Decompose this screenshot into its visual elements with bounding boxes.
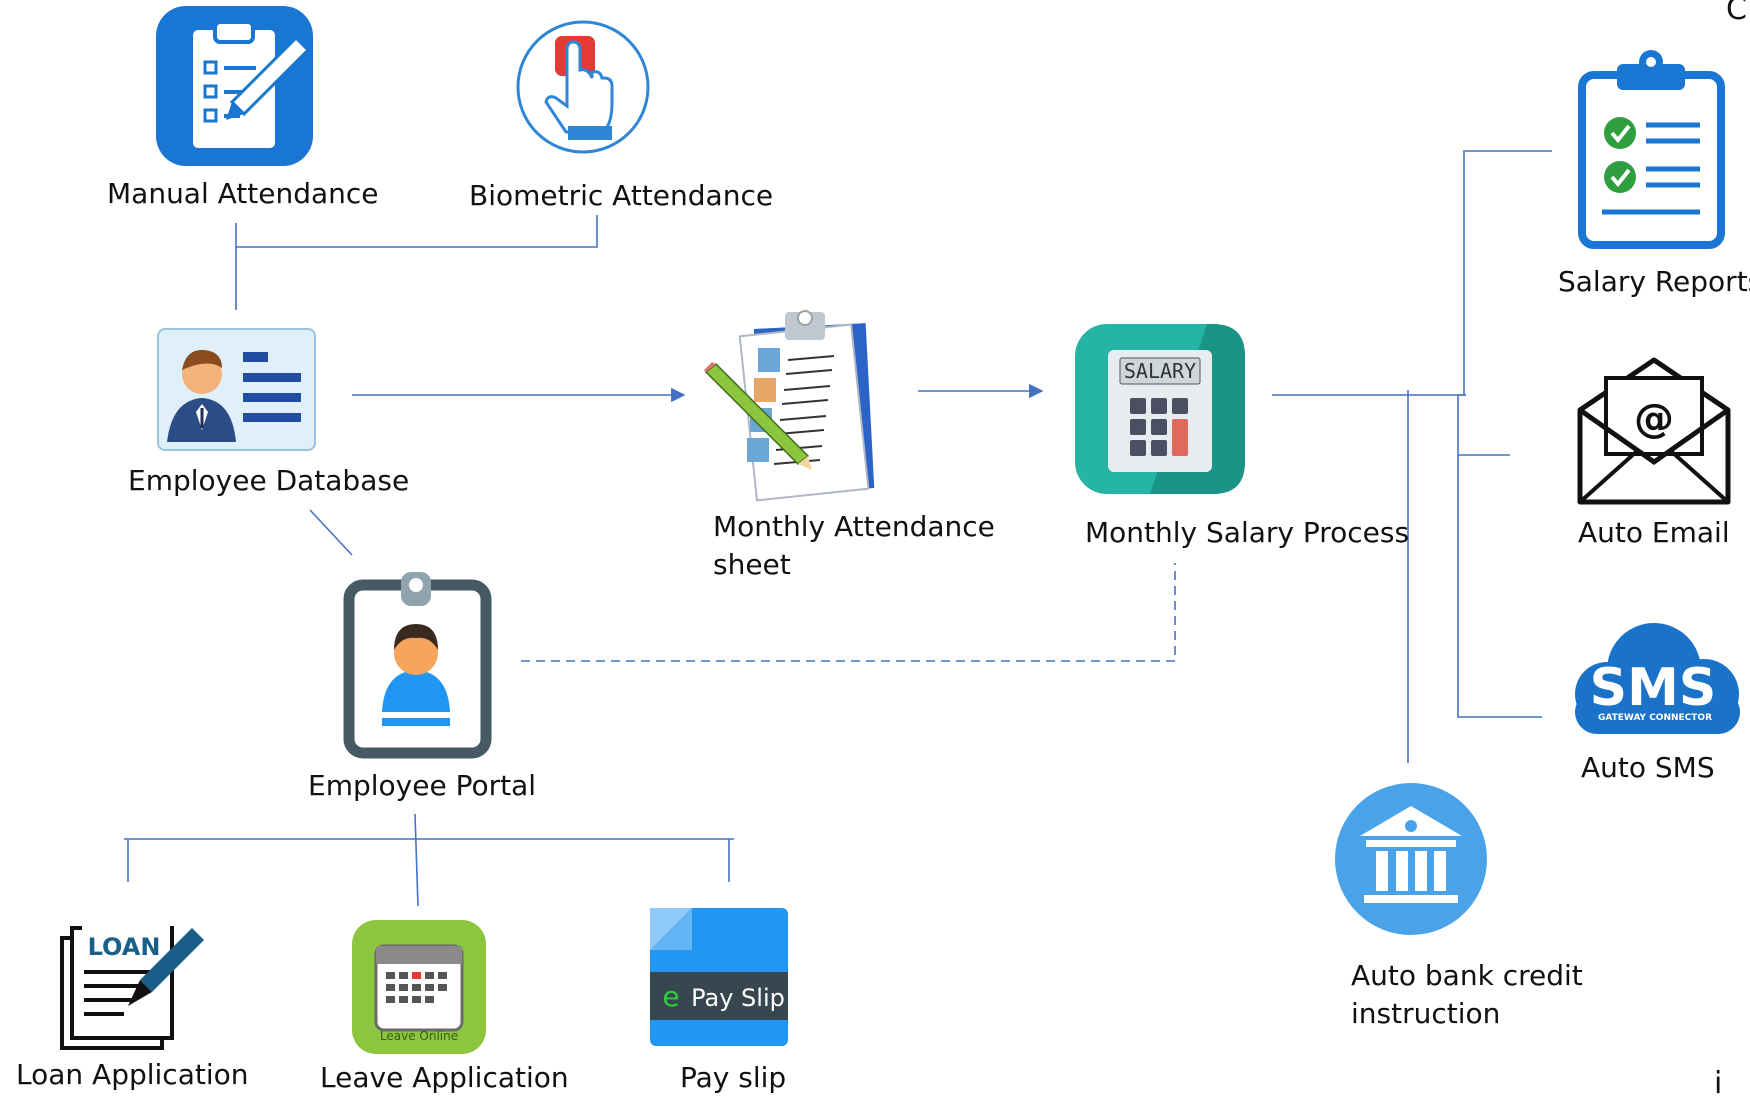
payslip-document-icon: e Pay Slip bbox=[650, 908, 788, 1046]
loan-label-text: LOAN bbox=[88, 933, 161, 961]
salary-calculator-icon: SALARY bbox=[1075, 324, 1245, 494]
auto-bank-line1: Auto bank credit bbox=[1351, 959, 1583, 992]
payslip-icon-text: Pay Slip bbox=[691, 984, 785, 1012]
employee-portal-label: Employee Portal bbox=[308, 769, 537, 802]
auto-sms-label: Auto SMS bbox=[1581, 751, 1715, 784]
auto-email-label: Auto Email bbox=[1578, 516, 1730, 549]
reports-branch-connector bbox=[1463, 150, 1552, 395]
fingerprint-touch-icon bbox=[516, 20, 650, 154]
monthly-salary-process-label: Monthly Salary Process bbox=[1085, 516, 1410, 549]
monthly-attendance-line2: sheet bbox=[713, 548, 791, 581]
manual-attendance-label: Manual Attendance bbox=[107, 177, 379, 210]
pay-slip-label: Pay slip bbox=[680, 1061, 787, 1094]
portal-down-connector bbox=[414, 813, 419, 907]
attendance-sheet-icon bbox=[704, 310, 875, 502]
employee-badge-icon bbox=[343, 572, 492, 759]
cropped-bottom-right-text: i bbox=[1714, 1066, 1723, 1101]
email-at-symbol: @ bbox=[1634, 396, 1674, 442]
database-to-portal-connector bbox=[309, 509, 353, 556]
biometric-attendance-label: Biometric Attendance bbox=[469, 179, 774, 212]
salary-reports-label: Salary Reports bbox=[1558, 265, 1750, 298]
loan-application-label: Loan Application bbox=[16, 1058, 249, 1091]
monthly-attendance-line1: Monthly Attendance bbox=[713, 510, 995, 543]
clipboard-checklist-icon bbox=[156, 6, 313, 166]
attendance-merge-connector bbox=[235, 215, 598, 248]
outputs-bus-connector bbox=[1457, 394, 1542, 718]
payslip-e-mark: e bbox=[662, 980, 679, 1013]
leave-application-label: Leave Application bbox=[320, 1061, 569, 1094]
monthly-attendance-sheet-label: Monthly Attendance sheet bbox=[713, 508, 1013, 584]
employee-database-label: Employee Database bbox=[128, 464, 410, 497]
email-envelope-icon: @ bbox=[1577, 357, 1731, 505]
employee-id-card-icon bbox=[157, 328, 316, 451]
sms-cloud-text: SMS bbox=[1590, 658, 1717, 718]
connectors bbox=[124, 150, 1552, 907]
cropped-top-right-text: C bbox=[1726, 0, 1747, 27]
auto-bank-line2: instruction bbox=[1351, 997, 1501, 1030]
sms-cloud-icon: SMS GATEWAY CONNECTOR bbox=[1575, 623, 1740, 734]
leave-online-text: Leave Online bbox=[380, 1029, 458, 1043]
sms-cloud-subtext: GATEWAY CONNECTOR bbox=[1598, 713, 1712, 723]
leave-calendar-icon: Leave Online bbox=[352, 920, 486, 1054]
auto-bank-credit-label: Auto bank credit instruction bbox=[1351, 957, 1611, 1033]
salary-display-text: SALARY bbox=[1124, 359, 1196, 383]
loan-document-icon: LOAN bbox=[60, 920, 204, 1050]
bank-building-icon bbox=[1335, 783, 1487, 935]
report-checklist-icon bbox=[1578, 50, 1725, 249]
portal-to-salary-dashed-connector bbox=[521, 563, 1176, 662]
